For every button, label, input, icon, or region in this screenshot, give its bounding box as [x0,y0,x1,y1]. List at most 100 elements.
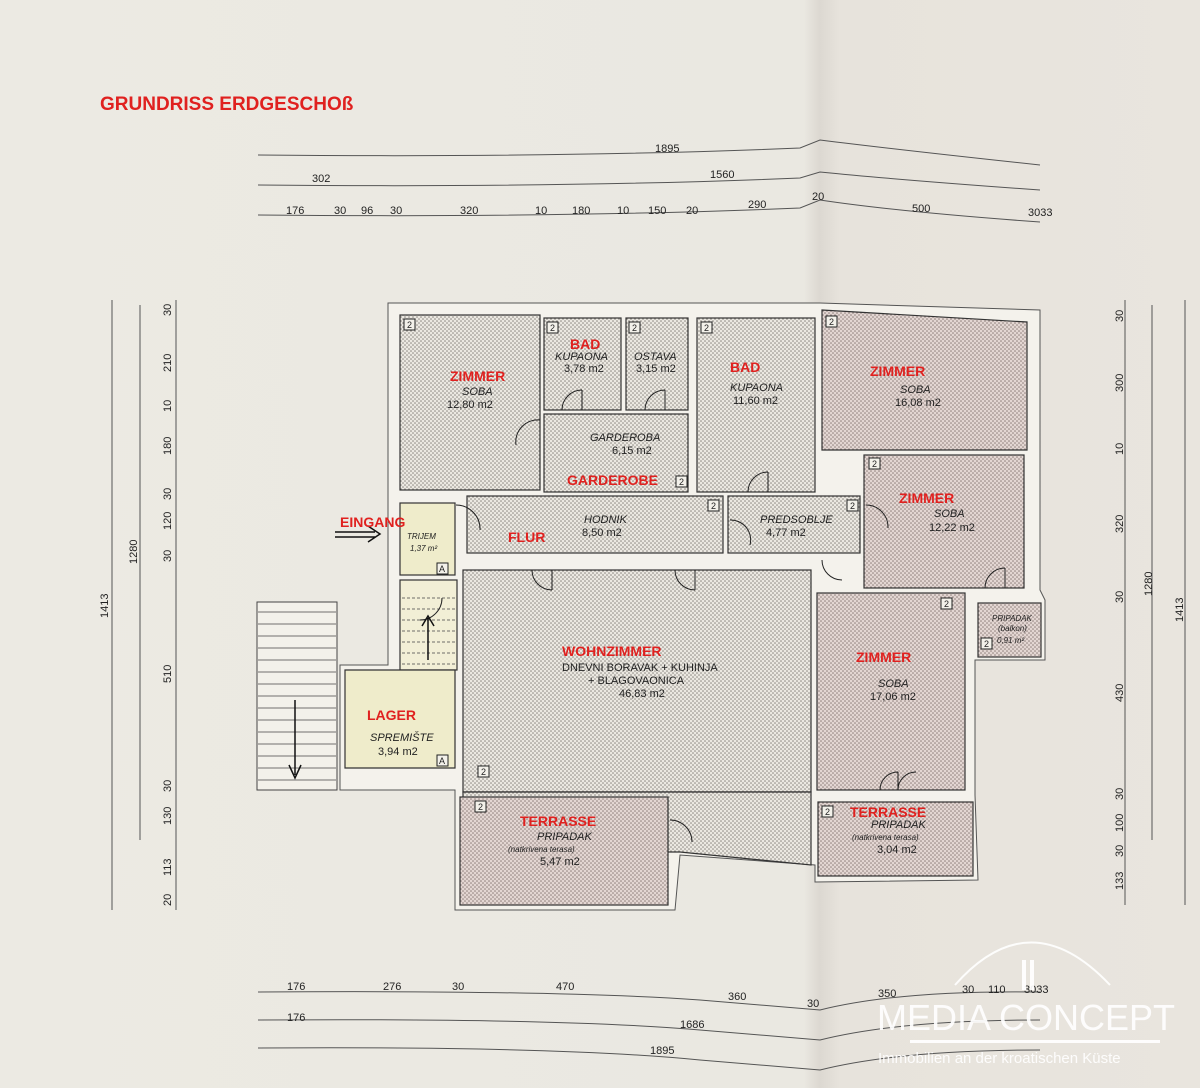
svg-text:2: 2 [850,501,855,511]
room-flur [466,495,724,554]
terrasse1-note: (natkrivena terasa) [508,845,575,854]
zimmer3-area: 12,22 m2 [929,522,975,534]
dimension-label: 176 [287,981,305,993]
ostava-area: 3,15 m2 [636,363,676,375]
dimension-label: 20 [162,894,174,906]
dimension-label: 210 [162,354,174,372]
dimension-label: 300 [1114,374,1126,392]
room-lager [344,669,456,769]
dimension-label: 30 [1114,310,1126,322]
house-roof-icon [954,941,1111,986]
dimension-label: 133 [1114,872,1126,890]
terrasse2-note: (natkrivena terasa) [852,833,919,842]
dimension-label: 430 [1114,684,1126,702]
dimension-label: 10 [1114,443,1126,455]
dimension-label: 276 [383,981,401,993]
dimension-label: 120 [162,512,174,530]
dimension-label: 1560 [710,169,734,181]
dimension-label: 30 [390,205,402,217]
svg-text:2: 2 [478,802,483,812]
dimension-label: 176 [286,205,304,217]
dimension-label: 30 [1114,788,1126,800]
dimension-label: 96 [361,205,373,217]
dimension-label: 500 [912,203,930,215]
svg-text:2: 2 [829,317,834,327]
zimmer1-hr: SOBA [462,386,493,398]
room-terrasse-2 [817,801,974,877]
dimension-label: 20 [812,191,824,203]
dimension-label: 30 [452,981,464,993]
wohnzimmer-line2: + BLAGOVAONICA [588,675,685,687]
watermark-logo: MEDIA CONCEPT Immobilien an der kroatisc… [877,941,1175,1067]
garderobe-hr: GARDEROBA [590,432,660,444]
svg-text:2: 2 [704,323,709,333]
svg-text:A: A [439,756,445,766]
room-tag: 2 [868,457,881,470]
room-tag: 2 [825,315,838,328]
terrasse2-hr: PRIPADAK [871,819,926,831]
dimension-label: 130 [162,807,174,825]
flur-area: 8,50 m2 [582,527,622,539]
dimension-label: 30 [162,550,174,562]
room-zimmer-4 [816,592,966,791]
svg-text:2: 2 [481,767,486,777]
watermark-tagline: Immobilien an der kroatischen Küste [878,1050,1121,1067]
dimension-label: 100 [1114,814,1126,832]
dimension-label: 1413 [99,594,111,618]
terrasse1-area: 5,47 m2 [540,856,580,868]
room-wohnzimmer [462,569,812,793]
svg-text:2: 2 [407,320,412,330]
room-bad-2 [696,317,816,493]
svg-text:2: 2 [825,807,830,817]
lager-de: LAGER [367,707,416,723]
terrasse2-de: TERRASSE [850,804,926,820]
dimension-label: 1413 [1174,598,1186,622]
bad2-de: BAD [730,359,760,375]
terrasse1-de: TERRASSE [520,813,596,829]
svg-text:A: A [439,564,445,574]
room-tag: 2 [707,499,720,512]
bad2-hr: KUPAONA [730,382,783,394]
dimension-label: 30 [162,488,174,500]
dimension-label: 30 [334,205,346,217]
dimension-label: 10 [162,400,174,412]
dimension-label: 10 [617,205,629,217]
room-tag: 2 [628,321,641,334]
terrasse1-hr: PRIPADAK [537,831,592,843]
balkon-hr: PRIPADAK [992,614,1033,623]
room-tag: 2 [477,765,490,778]
room-zimmer-1 [399,314,541,491]
dimension-label: 470 [556,981,574,993]
svg-text:2: 2 [944,599,949,609]
dimension-label: 180 [162,437,174,455]
svg-text:2: 2 [550,323,555,333]
doors [419,389,1006,843]
bad1-hr: KUPAONA [555,351,608,363]
room-tag: 2 [940,597,953,610]
svg-text:2: 2 [872,459,877,469]
dimension-label: 350 [878,988,896,1000]
dimension-lines [111,139,1186,1071]
plan-title: GRUNDRISS ERDGESCHOß [100,94,354,115]
stair-tag: A [436,754,449,767]
garderobe-area: 6,15 m2 [612,445,652,457]
zimmer2-de: ZIMMER [870,363,925,379]
zimmer3-hr: SOBA [934,508,965,520]
dimension-label: 360 [728,991,746,1003]
svg-text:2: 2 [711,501,716,511]
zimmer4-de: ZIMMER [856,649,911,665]
label-eingang: EINGANG [340,514,405,530]
dimension-label: 320 [1114,515,1126,533]
dimension-label: 176 [287,1012,305,1024]
dimension-label: 1895 [655,143,679,155]
room-tag: 2 [474,800,487,813]
dimension-label: 30 [807,998,819,1010]
dimension-label: 1280 [1143,572,1155,596]
zimmer1-de: ZIMMER [450,368,505,384]
dimension-label: 30 [962,984,974,996]
trijem-hr: TRIJEM [407,532,436,541]
dimension-label: 20 [686,205,698,217]
